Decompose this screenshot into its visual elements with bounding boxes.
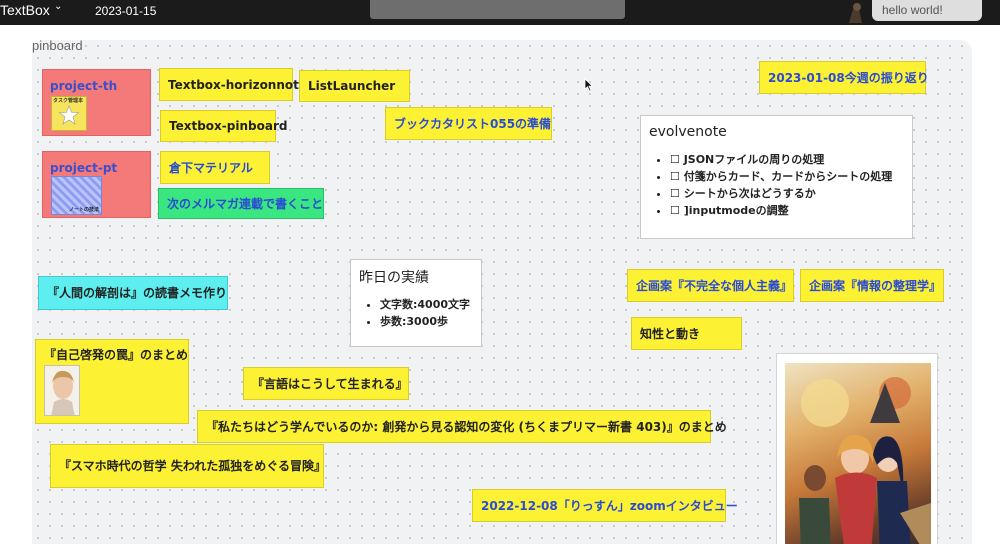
checklist: ☐ JSONファイルの周りの処理 ☐ 付箋からカード、カードからシートの処理 ☐… [670, 151, 912, 219]
search-input[interactable] [370, 0, 625, 19]
note-mailmag[interactable]: 次のメルマガ連載で書くこと [158, 188, 324, 219]
note-project-th[interactable]: project-th タスク管理本 [42, 69, 151, 136]
note-how-we-learn[interactable]: 『私たちはどう学んでいるのか: 創発から見る認知の変化 (ちくまプリマー新書 4… [197, 410, 727, 443]
note-title: project-pt [50, 161, 118, 175]
top-bar: TextBox ⌄ 2023-01-15 hello world! [0, 0, 1000, 25]
card-title: 昨日の実績 [359, 270, 429, 286]
note-intellect-motion[interactable]: 知性と動き [631, 317, 742, 350]
book-cover-image [785, 363, 931, 544]
list-item: 歩数:3000歩 [380, 313, 481, 330]
note-language-born[interactable]: 『言語はこうして生まれる』 [243, 367, 409, 400]
thumbnail-caption: タスク管理本 [53, 98, 84, 104]
note-title: project-th [50, 79, 118, 93]
board-label: pinboard [32, 38, 83, 53]
book-cover-card[interactable] [776, 353, 938, 544]
note-listlauncher[interactable]: ListLauncher [299, 70, 410, 102]
app-title[interactable]: TextBox [0, 2, 50, 18]
cursor-icon [584, 78, 594, 92]
avatar [843, 0, 869, 24]
note-self-help-trap[interactable]: 『自己啓発の罠』のまとめ [35, 339, 189, 424]
note-listen-interview[interactable]: 2022-12-08「りっすん」zoomインタビュー [472, 489, 738, 522]
list-item: 文字数:4000文字 [380, 296, 481, 313]
chevron-down-icon[interactable]: ⌄ [54, 1, 63, 12]
list-item[interactable]: ☐ JSONファイルの周りの処理 [670, 151, 912, 168]
star-icon [58, 105, 80, 125]
card-yesterday-results[interactable]: 昨日の実績 文字数:4000文字 歩数:3000歩 [350, 259, 482, 347]
chat-bubble[interactable]: hello world! [872, 0, 982, 21]
book-thumbnail: ノートの技法 [51, 176, 102, 215]
note-plan-information[interactable]: 企画案『情報の整理学』 [800, 269, 944, 302]
thumbnail-caption: ノートの技法 [68, 207, 99, 213]
card-title: evolvenote [649, 124, 727, 140]
note-textbox-pinboard[interactable]: Textbox-pinboard [160, 110, 287, 142]
portrait-thumbnail [44, 365, 80, 416]
note-kurashita-material[interactable]: 倉下マテリアル [160, 151, 270, 184]
note-bookcatalyst[interactable]: ブックカタリスト055の準備 [385, 107, 552, 140]
note-project-pt[interactable]: project-pt ノートの技法 [42, 151, 151, 218]
book-thumbnail: タスク管理本 [51, 96, 87, 131]
note-weekly-review[interactable]: 2023-01-08今週の振り返り [759, 61, 929, 94]
results-list: 文字数:4000文字 歩数:3000歩 [380, 296, 481, 330]
note-plan-individualism[interactable]: 企画案『不完全な個人主義』 [627, 269, 794, 302]
card-evolvenote[interactable]: evolvenote ☐ JSONファイルの周りの処理 ☐ 付箋からカード、カー… [640, 115, 913, 239]
note-textbox-horizonnote[interactable]: Textbox-horizonnote [159, 68, 307, 101]
list-item[interactable]: ☐ シートから次はどうするか [670, 185, 912, 202]
date-label: 2023-01-15 [95, 4, 157, 18]
list-item[interactable]: ☐ ]inputmodeの調整 [670, 202, 912, 219]
note-smartphone-philosophy[interactable]: 『スマホ時代の哲学 失われた孤独をめぐる冒険』 [50, 444, 326, 488]
note-anatomy-reading-memo[interactable]: 『人間の解剖は』の読書メモ作り [38, 276, 228, 310]
list-item[interactable]: ☐ 付箋からカード、カードからシートの処理 [670, 168, 912, 185]
